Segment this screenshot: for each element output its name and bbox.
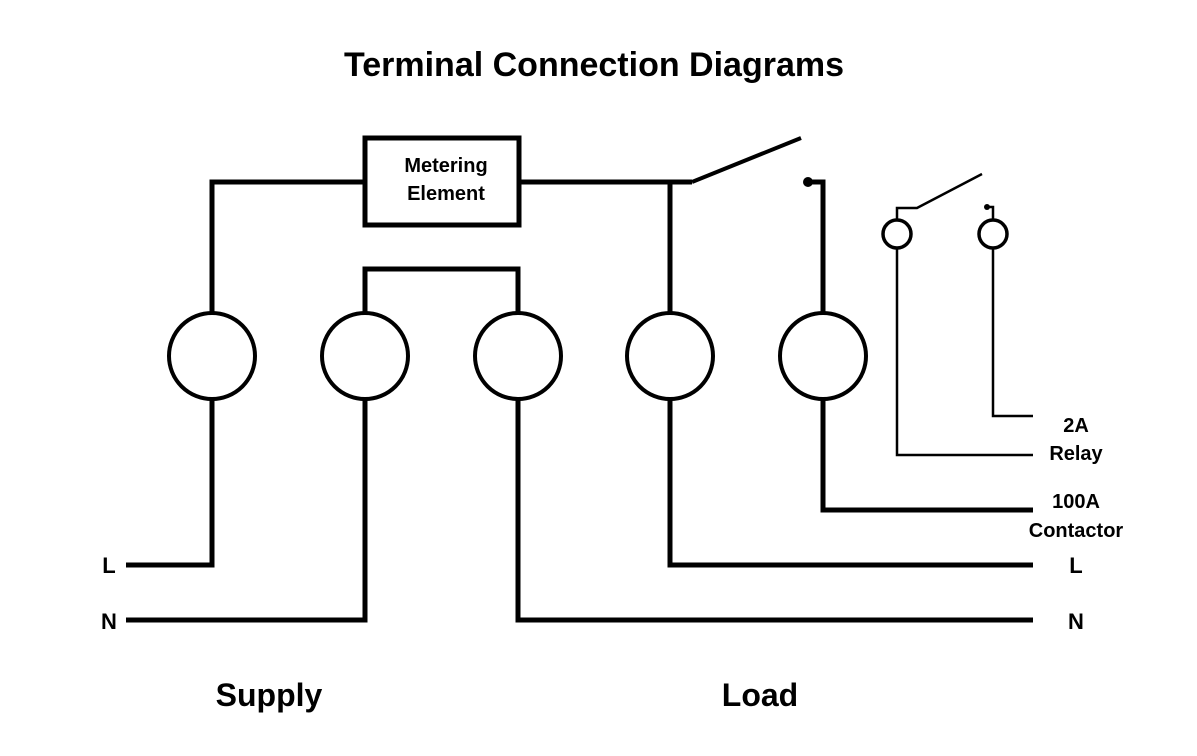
load-label: Load bbox=[722, 677, 798, 713]
wire-relay-1 bbox=[895, 248, 1033, 457]
contactor-switch-blade bbox=[691, 136, 802, 184]
wire-load-neutral bbox=[515, 399, 1033, 623]
wire-bridge-terminal2-terminal3 bbox=[362, 266, 521, 312]
relay-terminal-2 bbox=[977, 218, 1009, 250]
wire-relay-2 bbox=[991, 248, 1033, 418]
contactor-rating-label: 100A bbox=[1052, 491, 1100, 513]
wire-supply-live bbox=[126, 399, 215, 568]
metering-element-label-line2: Element bbox=[407, 183, 485, 205]
load-live-label: L bbox=[1069, 553, 1082, 578]
metering-element-label-line1: Metering bbox=[404, 155, 487, 177]
terminal-5 bbox=[778, 311, 868, 401]
wire-load-live bbox=[667, 399, 1033, 568]
contactor-label: Contactor bbox=[1029, 520, 1124, 542]
relay-terminal-1 bbox=[881, 218, 913, 250]
wire-supply-neutral bbox=[126, 399, 368, 623]
metering-element-box bbox=[362, 135, 522, 228]
terminal-3 bbox=[473, 311, 563, 401]
relay-switch-blade bbox=[895, 172, 983, 220]
diagram-title: Terminal Connection Diagrams bbox=[344, 46, 844, 84]
wire-contact-to-terminal5 bbox=[808, 179, 826, 312]
terminal-2 bbox=[320, 311, 410, 401]
relay-rating-label: 2A bbox=[1063, 415, 1089, 437]
terminal-1 bbox=[167, 311, 257, 401]
wire-contactor-output bbox=[820, 399, 1033, 513]
supply-neutral-label: N bbox=[101, 609, 117, 634]
supply-label: Supply bbox=[216, 677, 323, 713]
relay-contact-wire bbox=[987, 205, 995, 220]
wire-terminal1-to-meter bbox=[209, 179, 365, 312]
load-neutral-label: N bbox=[1068, 609, 1084, 634]
supply-live-label: L bbox=[102, 553, 115, 578]
relay-label: Relay bbox=[1049, 443, 1103, 465]
terminal-4 bbox=[625, 311, 715, 401]
